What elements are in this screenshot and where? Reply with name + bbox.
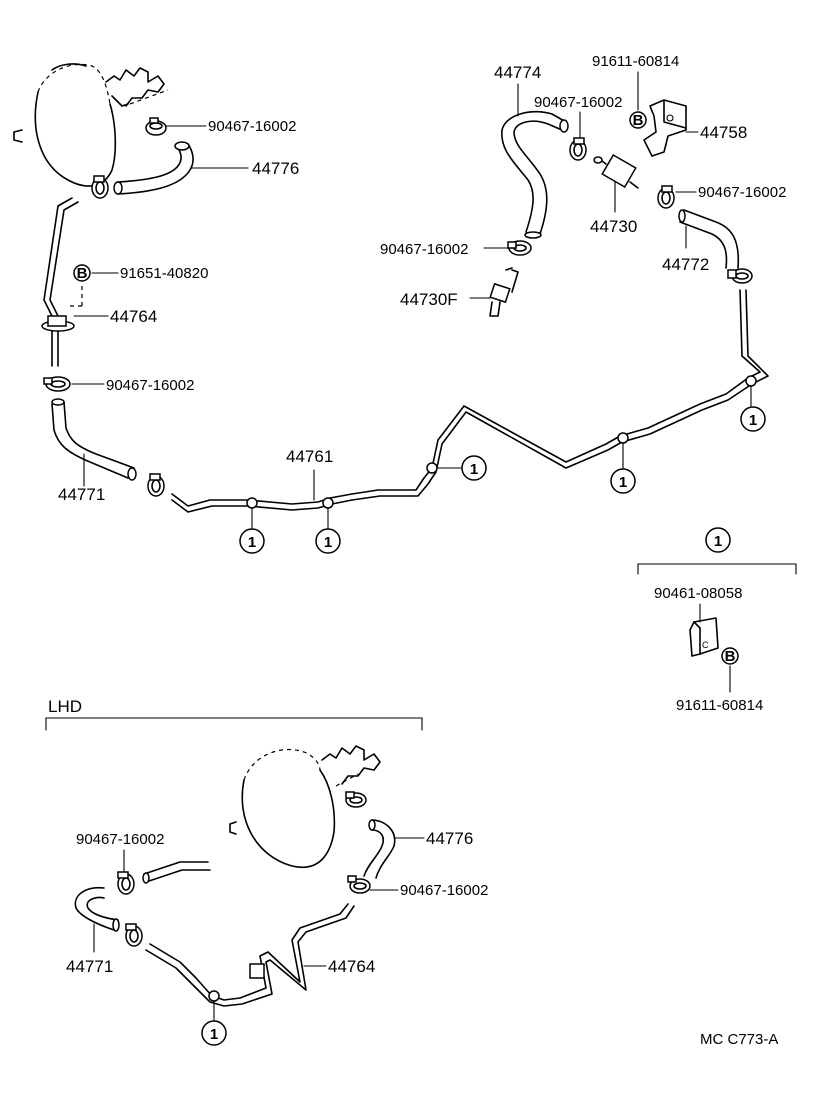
part-label-44776: 44776 bbox=[252, 159, 299, 178]
bolt-icon: B bbox=[721, 647, 739, 665]
vacuum-hose-icon bbox=[678, 209, 740, 269]
bolt-icon: B bbox=[629, 111, 647, 129]
hose-clamp-icon bbox=[117, 871, 135, 895]
reference-callout-1: 1 bbox=[705, 527, 731, 553]
svg-text:B: B bbox=[77, 265, 88, 282]
vacuum-pipe-icon bbox=[142, 861, 211, 884]
vacuum-hose-icon bbox=[74, 886, 120, 932]
part-label-91611-60814: 91611-60814 bbox=[676, 697, 763, 714]
svg-text:B: B bbox=[725, 648, 736, 665]
hose-clamp-icon bbox=[507, 240, 532, 256]
svg-text:1: 1 bbox=[470, 461, 478, 478]
part-label-44764: 44764 bbox=[110, 307, 157, 326]
part-label-90467-16002: 90467-16002 bbox=[698, 184, 786, 201]
hose-clamp-icon bbox=[727, 268, 753, 284]
svg-text:B: B bbox=[633, 112, 644, 129]
part-label-44771: 44771 bbox=[66, 957, 113, 976]
part-label-90467-16002: 90467-16002 bbox=[106, 377, 194, 394]
reference-callout-1: 1 bbox=[239, 528, 265, 554]
part-label-90467-16002: 90467-16002 bbox=[534, 94, 622, 111]
hose-clamp-icon bbox=[345, 791, 367, 808]
part-label-90461-08058: 90461-08058 bbox=[654, 585, 742, 602]
check-valve-icon bbox=[593, 153, 639, 189]
hose-clamp-icon bbox=[43, 376, 71, 392]
brake-booster-icon bbox=[13, 63, 169, 187]
part-label-91611-60814: 91611-60814 bbox=[592, 53, 679, 70]
part-label-90467-16002: 90467-16002 bbox=[400, 882, 488, 899]
section-label-lhd: LHD bbox=[48, 697, 82, 716]
svg-text:1: 1 bbox=[324, 534, 332, 551]
hose-clamp-icon bbox=[145, 117, 167, 136]
part-label-44761: 44761 bbox=[286, 447, 333, 466]
hose-clamp-icon bbox=[125, 923, 143, 947]
reference-callout-1: 1 bbox=[461, 455, 487, 481]
part-label-44730F: 44730F bbox=[400, 290, 458, 309]
part-label-91651-40820: 91651-40820 bbox=[120, 265, 208, 282]
bolt-icon: B bbox=[73, 264, 91, 282]
part-label-44776: 44776 bbox=[426, 829, 473, 848]
hose-clamp-icon bbox=[147, 473, 165, 497]
part-label-44758: 44758 bbox=[700, 123, 747, 142]
diagram-code: MC C773-A bbox=[700, 1031, 778, 1048]
svg-text:1: 1 bbox=[248, 534, 256, 551]
svg-text:1: 1 bbox=[210, 1026, 218, 1043]
check-valve-icon bbox=[489, 267, 519, 317]
svg-text:1: 1 bbox=[749, 412, 757, 429]
vacuum-hose-icon bbox=[51, 398, 137, 481]
vacuum-pipe-icon bbox=[145, 903, 355, 1007]
vacuum-hose-icon bbox=[501, 110, 569, 239]
hose-clamp-icon bbox=[569, 137, 587, 161]
reference-callout-1: 1 bbox=[315, 528, 341, 554]
brake-booster-icon bbox=[229, 745, 381, 869]
part-label-90467-16002: 90467-16002 bbox=[208, 118, 296, 135]
vacuum-hose-icon bbox=[363, 819, 396, 879]
vacuum-pipe-icon bbox=[171, 289, 769, 513]
hose-clamp-icon bbox=[347, 875, 371, 894]
part-label-44772: 44772 bbox=[662, 255, 709, 274]
hose-clamp-icon bbox=[91, 175, 109, 199]
part-label-44764: 44764 bbox=[328, 957, 375, 976]
hose-clamp-icon bbox=[657, 185, 675, 209]
vacuum-pipe-icon bbox=[41, 197, 79, 367]
reference-callout-1: 1 bbox=[610, 468, 636, 494]
part-label-44730: 44730 bbox=[590, 217, 637, 236]
part-label-44771: 44771 bbox=[58, 485, 105, 504]
part-label-44774: 44774 bbox=[494, 63, 541, 82]
pipe-clamp-point bbox=[208, 990, 220, 1002]
part-label-90467-16002: 90467-16002 bbox=[76, 831, 164, 848]
reference-callout-1: 1 bbox=[201, 1020, 227, 1046]
vacuum-hose-icon bbox=[113, 141, 194, 195]
reference-callout-1: 1 bbox=[740, 406, 766, 432]
pipe-clamp-point bbox=[246, 375, 757, 509]
bracket-clip-icon: C bbox=[689, 617, 719, 657]
svg-text:1: 1 bbox=[619, 474, 627, 491]
bracket-clip-icon bbox=[643, 99, 687, 157]
svg-text:1: 1 bbox=[714, 533, 722, 550]
part-label-90467-16002: 90467-16002 bbox=[380, 241, 468, 258]
svg-text:C: C bbox=[702, 640, 709, 650]
